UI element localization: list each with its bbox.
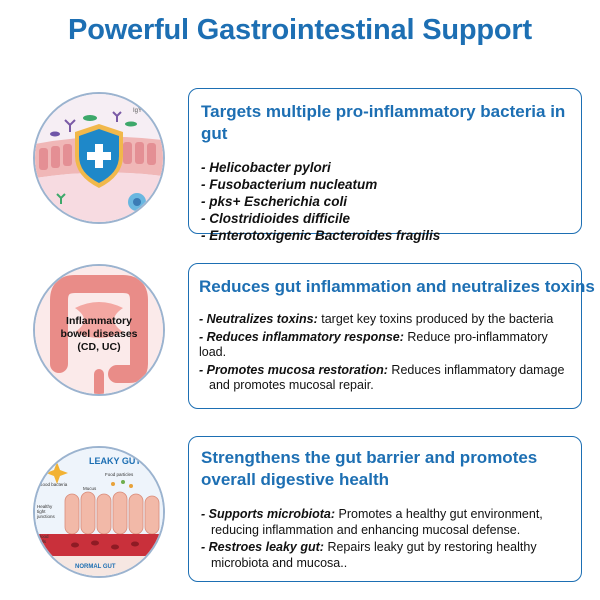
ibd-label-line3: (CD, UC) bbox=[77, 341, 120, 353]
healthy-tight-label-1: Healthy bbox=[37, 504, 53, 509]
inflammation-heading: Reduces gut inflammation and neutralizes… bbox=[199, 277, 595, 296]
bacteria-item: - pks+ Escherichia coli bbox=[201, 194, 347, 209]
inflammation-panel: Reduces gut inflammation and neutralizes… bbox=[188, 263, 595, 409]
blood-cells-label-1: Blood bbox=[37, 534, 49, 539]
leaky-gut-illustration: LEAKY GUT Good bacteria Food particles M… bbox=[33, 446, 165, 578]
list-item: - Restroes leaky gut: Repairs leaky gut … bbox=[201, 540, 537, 570]
healthy-tight-label-3: junctions bbox=[36, 514, 56, 519]
gut-barrier-heading: Strengthens the gut barrier and promotes… bbox=[201, 448, 538, 489]
list-item: - Reduces inflammatory response: Reduce … bbox=[199, 329, 548, 360]
normal-gut-label: NORMAL GUT bbox=[75, 564, 116, 570]
good-bacteria-label: Good bacteria bbox=[39, 482, 68, 487]
igy-label: IgY bbox=[133, 108, 142, 114]
list-item: - Supports microbiota: Promotes a health… bbox=[201, 507, 543, 537]
list-item: - Promotes mucosa restoration: Reduces i… bbox=[199, 362, 565, 393]
intestine-illustration: Inflammatory bowel diseases (CD, UC) bbox=[33, 264, 165, 396]
blood-cells-label-2: cells bbox=[37, 539, 47, 544]
healthy-tight-label-2: tight bbox=[37, 509, 46, 514]
food-particles-label: Food particles bbox=[105, 472, 134, 477]
list-item: - Neutralizes toxins: target key toxins … bbox=[199, 312, 554, 326]
page-title: Powerful Gastrointestinal Support bbox=[68, 14, 532, 46]
ibd-label-line1: Inflammatory bbox=[66, 315, 132, 327]
bacteria-targets-heading: Targets multiple pro-inflammatory bacter… bbox=[201, 102, 566, 143]
bacteria-item: - Fusobacterium nucleatum bbox=[201, 177, 378, 192]
bacteria-item: - Clostridioides difficile bbox=[201, 211, 351, 226]
bacteria-targets-panel: Targets multiple pro-inflammatory bacter… bbox=[188, 88, 582, 243]
gut-barrier-panel: Strengthens the gut barrier and promotes… bbox=[188, 436, 582, 582]
shield-gut-illustration: IgY bbox=[33, 92, 165, 224]
ibd-label-line2: bowel diseases bbox=[60, 328, 137, 340]
bacteria-item: - Enterotoxigenic Bacteroides fragilis bbox=[201, 228, 441, 243]
mucus-label: Mucus bbox=[83, 486, 97, 491]
leaky-gut-title: LEAKY GUT bbox=[89, 456, 141, 466]
bacteria-item: - Helicobacter pylori bbox=[201, 160, 331, 175]
